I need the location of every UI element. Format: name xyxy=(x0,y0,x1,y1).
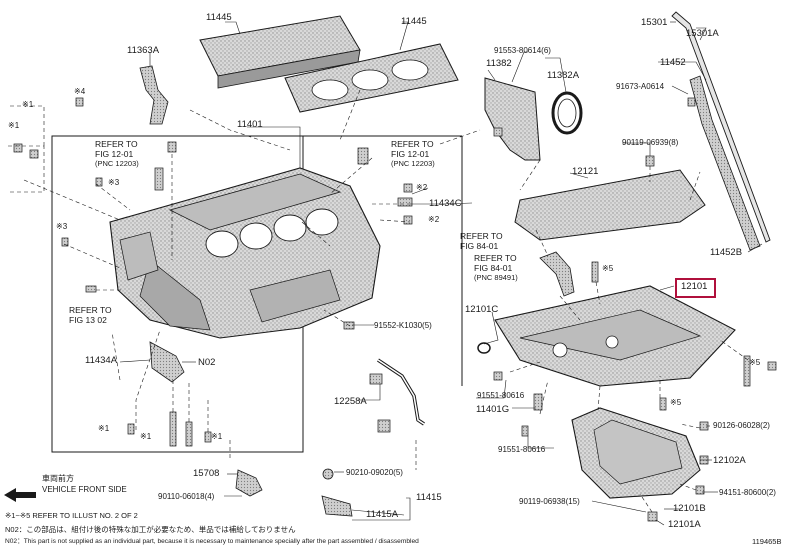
label-15301a[interactable]: 15301A xyxy=(686,28,719,39)
label-12102a[interactable]: 12102A xyxy=(713,455,746,466)
seal-11382a xyxy=(551,91,583,135)
dipstick-guide-11452 xyxy=(689,75,761,251)
sleeve-12258a xyxy=(369,373,383,385)
label-91553[interactable]: 91553-80614(6) xyxy=(494,46,551,55)
label-90110[interactable]: 90110-06018(4) xyxy=(158,492,215,501)
label-15301[interactable]: 15301 xyxy=(641,17,668,28)
pipe-11415 xyxy=(321,495,353,517)
label-11452[interactable]: 11452 xyxy=(660,57,686,68)
bracket-11363a xyxy=(139,65,169,125)
label-11382a[interactable]: 11382A xyxy=(547,70,580,81)
label-12101c[interactable]: 12101C xyxy=(465,304,499,315)
mark-1-d: ※1 xyxy=(140,432,152,441)
mark-4: ※4 xyxy=(74,87,86,96)
mark-1-c: ※1 xyxy=(98,424,110,433)
label-91552[interactable]: 91552-K1030(5) xyxy=(374,321,432,330)
oring-12101c xyxy=(477,342,491,354)
baffle-12121 xyxy=(514,169,706,241)
footnote-n02-en: N02：This part is not supplied as an indi… xyxy=(5,538,419,545)
pipe-15708 xyxy=(235,469,263,497)
vehicle-front-jp: 車両前方 xyxy=(42,474,74,483)
label-11401[interactable]: 11401 xyxy=(237,119,263,130)
mark-5-c: ※5 xyxy=(670,398,682,407)
label-90210[interactable]: 90210-09020(5) xyxy=(346,468,403,477)
label-90119-a[interactable]: 90119-06939(8) xyxy=(622,138,679,147)
mark-5-b: ※5 xyxy=(749,358,761,367)
label-11445-a[interactable]: 11445 xyxy=(206,12,232,23)
mark-3-b: ※3 xyxy=(56,222,68,231)
label-90119-b[interactable]: 90119-06938(15) xyxy=(519,497,580,506)
label-12101[interactable]: 12101 xyxy=(681,281,708,292)
label-11401g[interactable]: 11401G xyxy=(476,404,510,415)
label-90126[interactable]: 90126-06028(2) xyxy=(713,421,770,430)
gasket-11445-a xyxy=(199,15,361,89)
label-94151[interactable]: 94151-80600(2) xyxy=(719,488,776,497)
label-11445-b[interactable]: 11445 xyxy=(401,16,427,27)
mark-2-a: ※2 xyxy=(416,183,428,192)
mark-5-a: ※5 xyxy=(602,264,614,273)
dipstick-15301 xyxy=(671,11,771,243)
illustration-id: 119465B xyxy=(752,537,782,546)
mark-1-e: ※1 xyxy=(211,432,223,441)
label-11434a[interactable]: 11434A xyxy=(85,355,118,366)
cylinder-block xyxy=(109,167,381,339)
label-91673[interactable]: 91673-A0614 xyxy=(616,82,665,91)
bracket-n02 xyxy=(149,341,185,383)
vehicle-front-en: VEHICLE FRONT SIDE xyxy=(42,485,127,494)
label-12258a[interactable]: 12258A xyxy=(334,396,367,407)
label-11363a[interactable]: 11363A xyxy=(127,45,160,56)
oil-pan-lower xyxy=(571,407,701,499)
oil-pan-upper xyxy=(494,285,736,387)
strainer-part xyxy=(539,251,575,297)
label-11452b[interactable]: 11452B xyxy=(710,247,743,258)
label-11382[interactable]: 11382 xyxy=(486,58,512,69)
cover-11382 xyxy=(484,77,541,161)
assembly-lines xyxy=(8,89,749,513)
label-11415[interactable]: 11415 xyxy=(416,492,442,503)
footnote-n02-jp: N02：この部品は、組付け後の特殊な加工が必要なため、単品では補給しておりません xyxy=(5,525,296,534)
label-12101a[interactable]: 12101A xyxy=(668,519,701,530)
gasket-11445-b xyxy=(284,43,459,113)
label-15708[interactable]: 15708 xyxy=(193,468,220,479)
mark-3-a: ※3 xyxy=(108,178,120,187)
label-12121[interactable]: 12121 xyxy=(572,166,599,177)
mark-2-b: ※2 xyxy=(428,215,440,224)
vehicle-front-arrow xyxy=(4,488,36,502)
highlight-12101 xyxy=(675,278,716,298)
label-91551-b[interactable]: 91551-80616 xyxy=(498,445,546,454)
mark-1-b: ※1 xyxy=(8,121,20,130)
label-91551-a[interactable]: 91551-80616 xyxy=(477,391,525,400)
label-11434c[interactable]: 11434C xyxy=(429,198,462,209)
mark-1-a: ※1 xyxy=(22,100,34,109)
leader-lines xyxy=(119,21,763,526)
label-n02[interactable]: N02 xyxy=(198,357,216,368)
footnote-illust-ref: ※1~※5 REFER TO ILLUST NO. 2 OF 2 xyxy=(5,511,138,520)
label-12101b[interactable]: 12101B xyxy=(673,503,706,514)
label-11415a[interactable]: 11415A xyxy=(366,509,399,520)
